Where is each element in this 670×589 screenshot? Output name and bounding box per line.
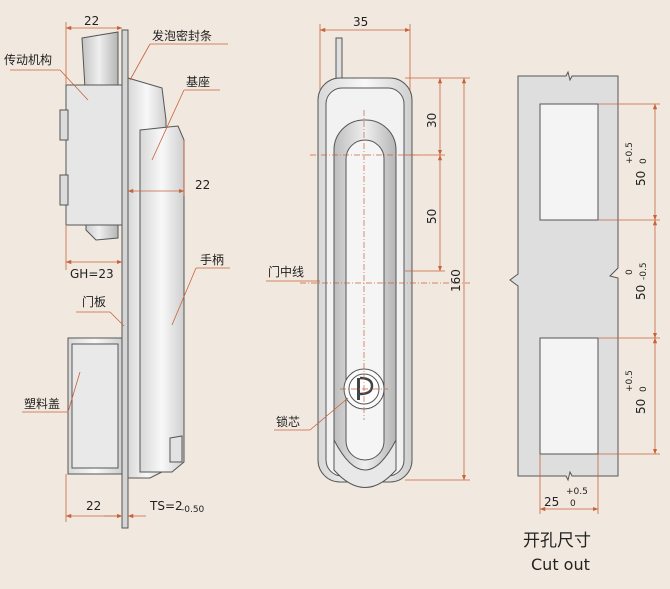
cutout-title-en: Cut out bbox=[531, 555, 590, 574]
label-plastic-cover: 塑料盖 bbox=[24, 396, 60, 411]
cutout-hole-bottom bbox=[539, 337, 599, 455]
label-door-panel: 门板 bbox=[82, 294, 106, 309]
dim-cut-mid: 50 bbox=[634, 285, 648, 300]
dim-cut-bot-tol-low: 0 bbox=[639, 386, 649, 392]
label-base: 基座 bbox=[186, 74, 210, 89]
label-seal: 发泡密封条 bbox=[152, 28, 212, 43]
door-panel bbox=[121, 29, 129, 529]
cutout-view: 50 +0.5 0 50 0 -0.5 50 +0.5 0 25 +0.5 0 … bbox=[509, 70, 660, 574]
drive-bracket bbox=[65, 84, 123, 226]
dim-cut-top-tol-up: +0.5 bbox=[625, 142, 635, 164]
dim-gh: GH=23 bbox=[70, 267, 114, 281]
dim-ts-tol: -0.50 bbox=[181, 505, 205, 515]
dim-ts: TS=2 bbox=[149, 499, 183, 513]
dim-cut-mid-tol-low: -0.5 bbox=[639, 262, 649, 280]
dim-50: 50 bbox=[425, 209, 439, 224]
dim-30: 30 bbox=[425, 113, 439, 128]
dim-cut-width: 25 bbox=[544, 495, 559, 509]
label-center-line: 门中线 bbox=[268, 264, 304, 279]
front-view: 35 30 50 160 门中线 锁芯 bbox=[266, 15, 470, 488]
dim-bottom-22: 22 bbox=[86, 499, 101, 513]
label-lock-core: 锁芯 bbox=[276, 414, 300, 429]
side-view: 22 22 GH=23 22 TS=2 -0.50 传动机构 发泡密封条 基座 … bbox=[4, 14, 230, 529]
handle bbox=[139, 125, 185, 473]
cutout-title-cn: 开孔尺寸 bbox=[523, 531, 591, 551]
dim-mid-22: 22 bbox=[195, 178, 210, 192]
cutout-hole-top bbox=[539, 103, 599, 221]
label-handle: 手柄 bbox=[200, 253, 224, 267]
dim-top-22: 22 bbox=[84, 14, 99, 28]
label-drive: 传动机构 bbox=[4, 52, 52, 67]
dim-cut-mid-tol-up: 0 bbox=[625, 269, 635, 275]
dim-cut-bot-tol-up: +0.5 bbox=[625, 370, 635, 392]
dim-cut-width-tol-low: 0 bbox=[570, 499, 576, 509]
dim-160: 160 bbox=[449, 269, 463, 292]
dim-width-35: 35 bbox=[353, 15, 368, 29]
dim-cut-bot: 50 bbox=[634, 399, 648, 414]
dim-cut-top: 50 bbox=[634, 171, 648, 186]
dim-cut-width-tol-up: +0.5 bbox=[566, 487, 588, 497]
dim-cut-top-tol-low: 0 bbox=[639, 158, 649, 164]
